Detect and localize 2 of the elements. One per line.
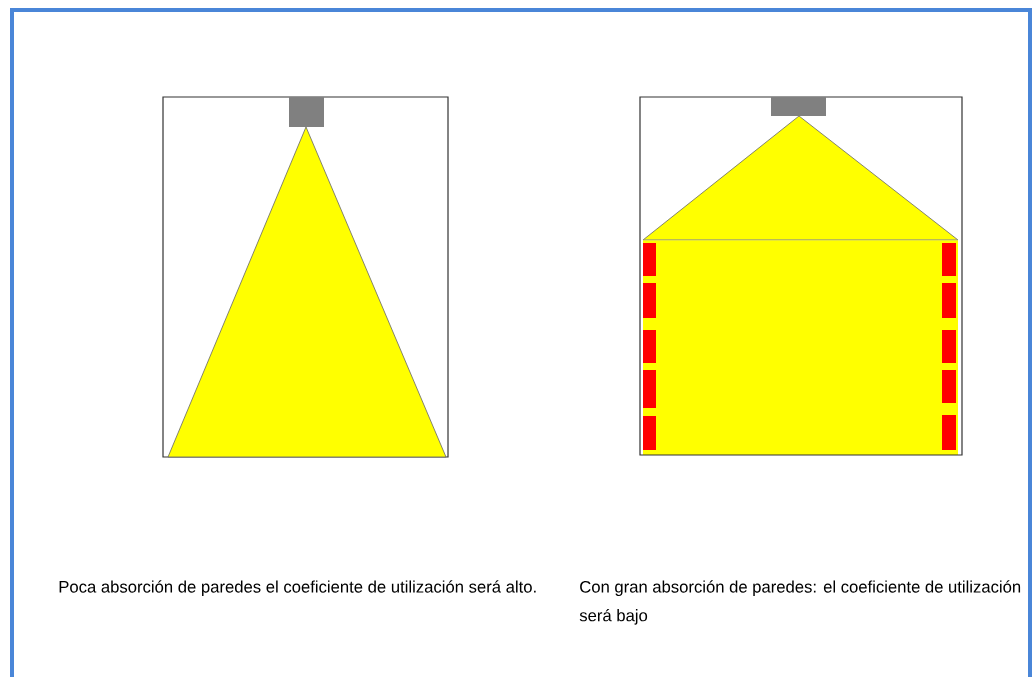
- caption: Poca absorción de paredes el coeficiente de utilización será alto.: [59, 580, 536, 596]
- caption: Con gran absorción de paredes: el coeficiente de utilización será bajo: [579, 580, 1021, 625]
